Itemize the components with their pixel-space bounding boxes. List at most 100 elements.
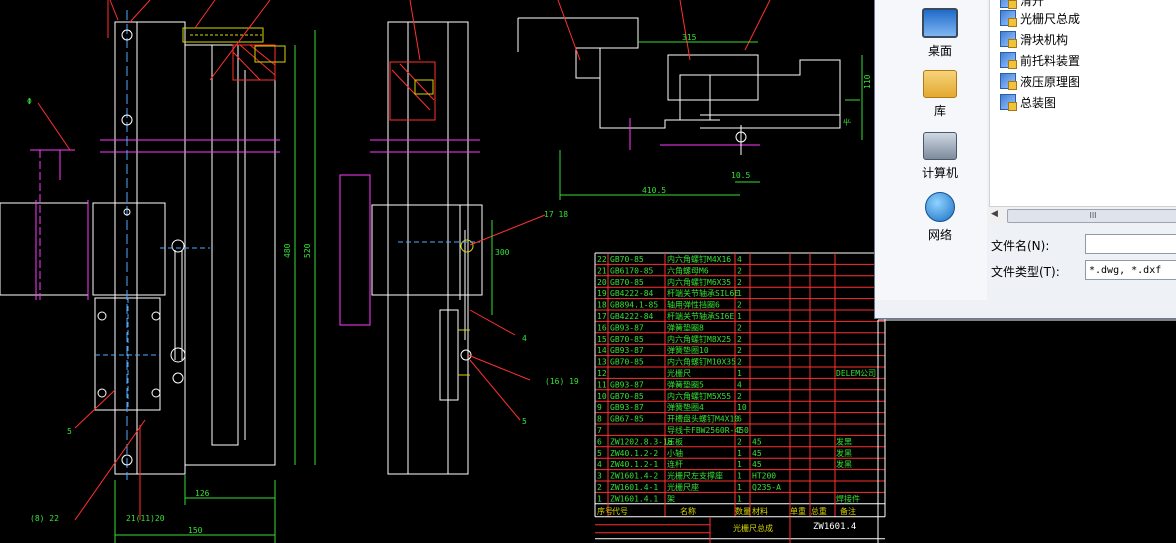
bom-cell: ZW1601.4-2	[610, 472, 658, 481]
bom-cell: 1	[737, 426, 742, 435]
bom-cell: 2	[737, 346, 742, 355]
bom-cell: GB70-85	[610, 335, 644, 344]
bom-cell: ZW1601.4-1	[610, 483, 658, 492]
bom-cell: 小轴	[667, 448, 683, 458]
bom-cell: 13	[597, 358, 607, 367]
bom-cell: 21	[597, 266, 607, 275]
bom-cell: 内六角螺钉M5X55	[667, 391, 731, 401]
filetype-label: 文件类型(T):	[991, 265, 1060, 279]
computer-icon	[923, 132, 957, 160]
place-library[interactable]: 库	[895, 70, 985, 119]
place-desktop[interactable]: 桌面	[895, 8, 985, 59]
bom-cell: ZW1601.4.1	[610, 494, 658, 503]
file-item-label: 前托料装置	[1020, 53, 1081, 68]
dwg-file-icon	[1000, 10, 1017, 27]
bom-cell: GB93-87	[610, 323, 644, 332]
bom-header-cell: 数量	[735, 506, 751, 516]
bom-cell: 架	[667, 494, 675, 503]
bom-cell: 2	[597, 483, 602, 492]
left-view: 480 520 126 150 Φ 5 (8) 22 21(11)20	[0, 0, 316, 543]
bom-cell: 4	[737, 255, 742, 264]
bom-cell: 杆端关节轴承SIL6E	[667, 288, 739, 298]
bom-cell: 内六角螺钉M6X35	[667, 277, 731, 287]
middle-view: 300 17 18 4 (16) 19 5	[339, 0, 579, 475]
bom-cell: GB70-85	[610, 278, 644, 287]
file-item-partial[interactable]: 滑升	[1000, 0, 1044, 10]
bom-cell: 弹簧垫圈10	[667, 345, 709, 355]
bom-cell: ZW1202.8.3-1a	[610, 437, 673, 446]
scroll-thumb[interactable]: III	[1007, 209, 1176, 223]
dim-315: 315	[682, 33, 697, 42]
filetype-select[interactable]: *.dwg, *.dxf	[1085, 260, 1176, 280]
place-network[interactable]: 网络	[895, 192, 985, 243]
bom-cell: 12	[597, 369, 607, 378]
dim-150: 150	[188, 526, 203, 535]
bom-cell: 7	[597, 426, 602, 435]
bom-cell: 8	[597, 415, 602, 424]
dwg-file-icon	[1000, 0, 1017, 9]
bom-cell: 弹簧垫圈4	[667, 402, 704, 412]
dwg-file-icon	[1000, 31, 1017, 48]
bom-cell: 11	[597, 380, 607, 389]
bom-cell: 14	[597, 346, 607, 355]
bom-cell: 1	[737, 494, 742, 503]
dim-110: 110	[863, 74, 872, 89]
bom-header-cell: 备注	[840, 506, 856, 516]
bom-cell: 光栅尺座	[667, 482, 699, 492]
places-bar: 桌面 库 计算机 网络	[875, 0, 987, 300]
file-item[interactable]: 滑块机构	[1000, 29, 1068, 49]
bom-cell: 发黑	[836, 459, 852, 469]
bom-cell: GB67-85	[610, 415, 644, 424]
dim-300: 300	[495, 248, 510, 257]
callout-16-19: (16) 19	[545, 377, 579, 386]
dim-10-5: 10.5	[731, 171, 750, 180]
bom-cell: 发黑	[836, 448, 852, 458]
bom-header-cell: 材料	[752, 506, 768, 516]
file-item-label: 滑块机构	[1020, 32, 1069, 47]
file-item[interactable]: 总装图	[1000, 92, 1056, 112]
bom-cell: ZW40.1.2-1	[610, 460, 658, 469]
open-file-dialog: 桌面 库 计算机 网络 滑升 光栅尺总成 滑块机构 前托料装置	[874, 0, 1176, 319]
bom-cell: 45	[752, 460, 762, 469]
network-icon	[925, 192, 955, 222]
bom-cell: GB4222-84	[610, 289, 654, 298]
dim-520: 520	[303, 243, 312, 258]
file-item[interactable]: 液压原理图	[1000, 71, 1080, 91]
bom-cell: 1	[737, 472, 742, 481]
bom-cell: GB894.1-85	[610, 301, 658, 310]
bom-cell: 焊接件	[836, 493, 860, 503]
bom-cell: 6	[737, 415, 742, 424]
drawing-number: ZW1601.4	[813, 522, 856, 532]
desktop-icon	[922, 8, 958, 38]
bom-cell: 5	[597, 449, 602, 458]
dim-126: 126	[195, 489, 210, 498]
bom-cell: 光栅尺左支撑座	[667, 471, 723, 481]
horizontal-scrollbar[interactable]: ◀ III	[989, 206, 1176, 224]
bom-cell: GB93-87	[610, 403, 644, 412]
place-computer-label: 计算机	[921, 166, 958, 180]
bom-cell: 六角螺母M6	[667, 265, 709, 275]
file-item[interactable]: 前托料装置	[1000, 50, 1080, 70]
callout-21-11-20: 21(11)20	[126, 514, 165, 523]
bom-cell: 19	[597, 289, 607, 298]
bom-cell: 6	[597, 437, 602, 446]
bom-cell: 16	[597, 323, 607, 332]
file-item[interactable]: 光栅尺总成	[1000, 8, 1080, 28]
dim-480: 480	[283, 243, 292, 258]
filename-input[interactable]	[1085, 234, 1176, 254]
bom-cell: 17	[597, 312, 607, 321]
bom-cell: 1	[737, 289, 742, 298]
bom-cell: 发黑	[836, 436, 852, 446]
bom-cell: 2	[737, 358, 742, 367]
bom-cell: 2	[737, 266, 742, 275]
bom-header-cell: 代号	[612, 506, 628, 516]
bom-cell: 45	[752, 437, 762, 446]
filename-label: 文件名(N):	[991, 239, 1050, 253]
scroll-left-arrow-icon[interactable]: ◀	[991, 209, 998, 219]
callout-5-right: 5	[522, 417, 527, 426]
place-computer[interactable]: 计算机	[895, 132, 985, 181]
bom-cell: 1	[737, 483, 742, 492]
bom-header-cell: 名称	[680, 506, 696, 516]
bom-cell: 20	[597, 278, 607, 287]
